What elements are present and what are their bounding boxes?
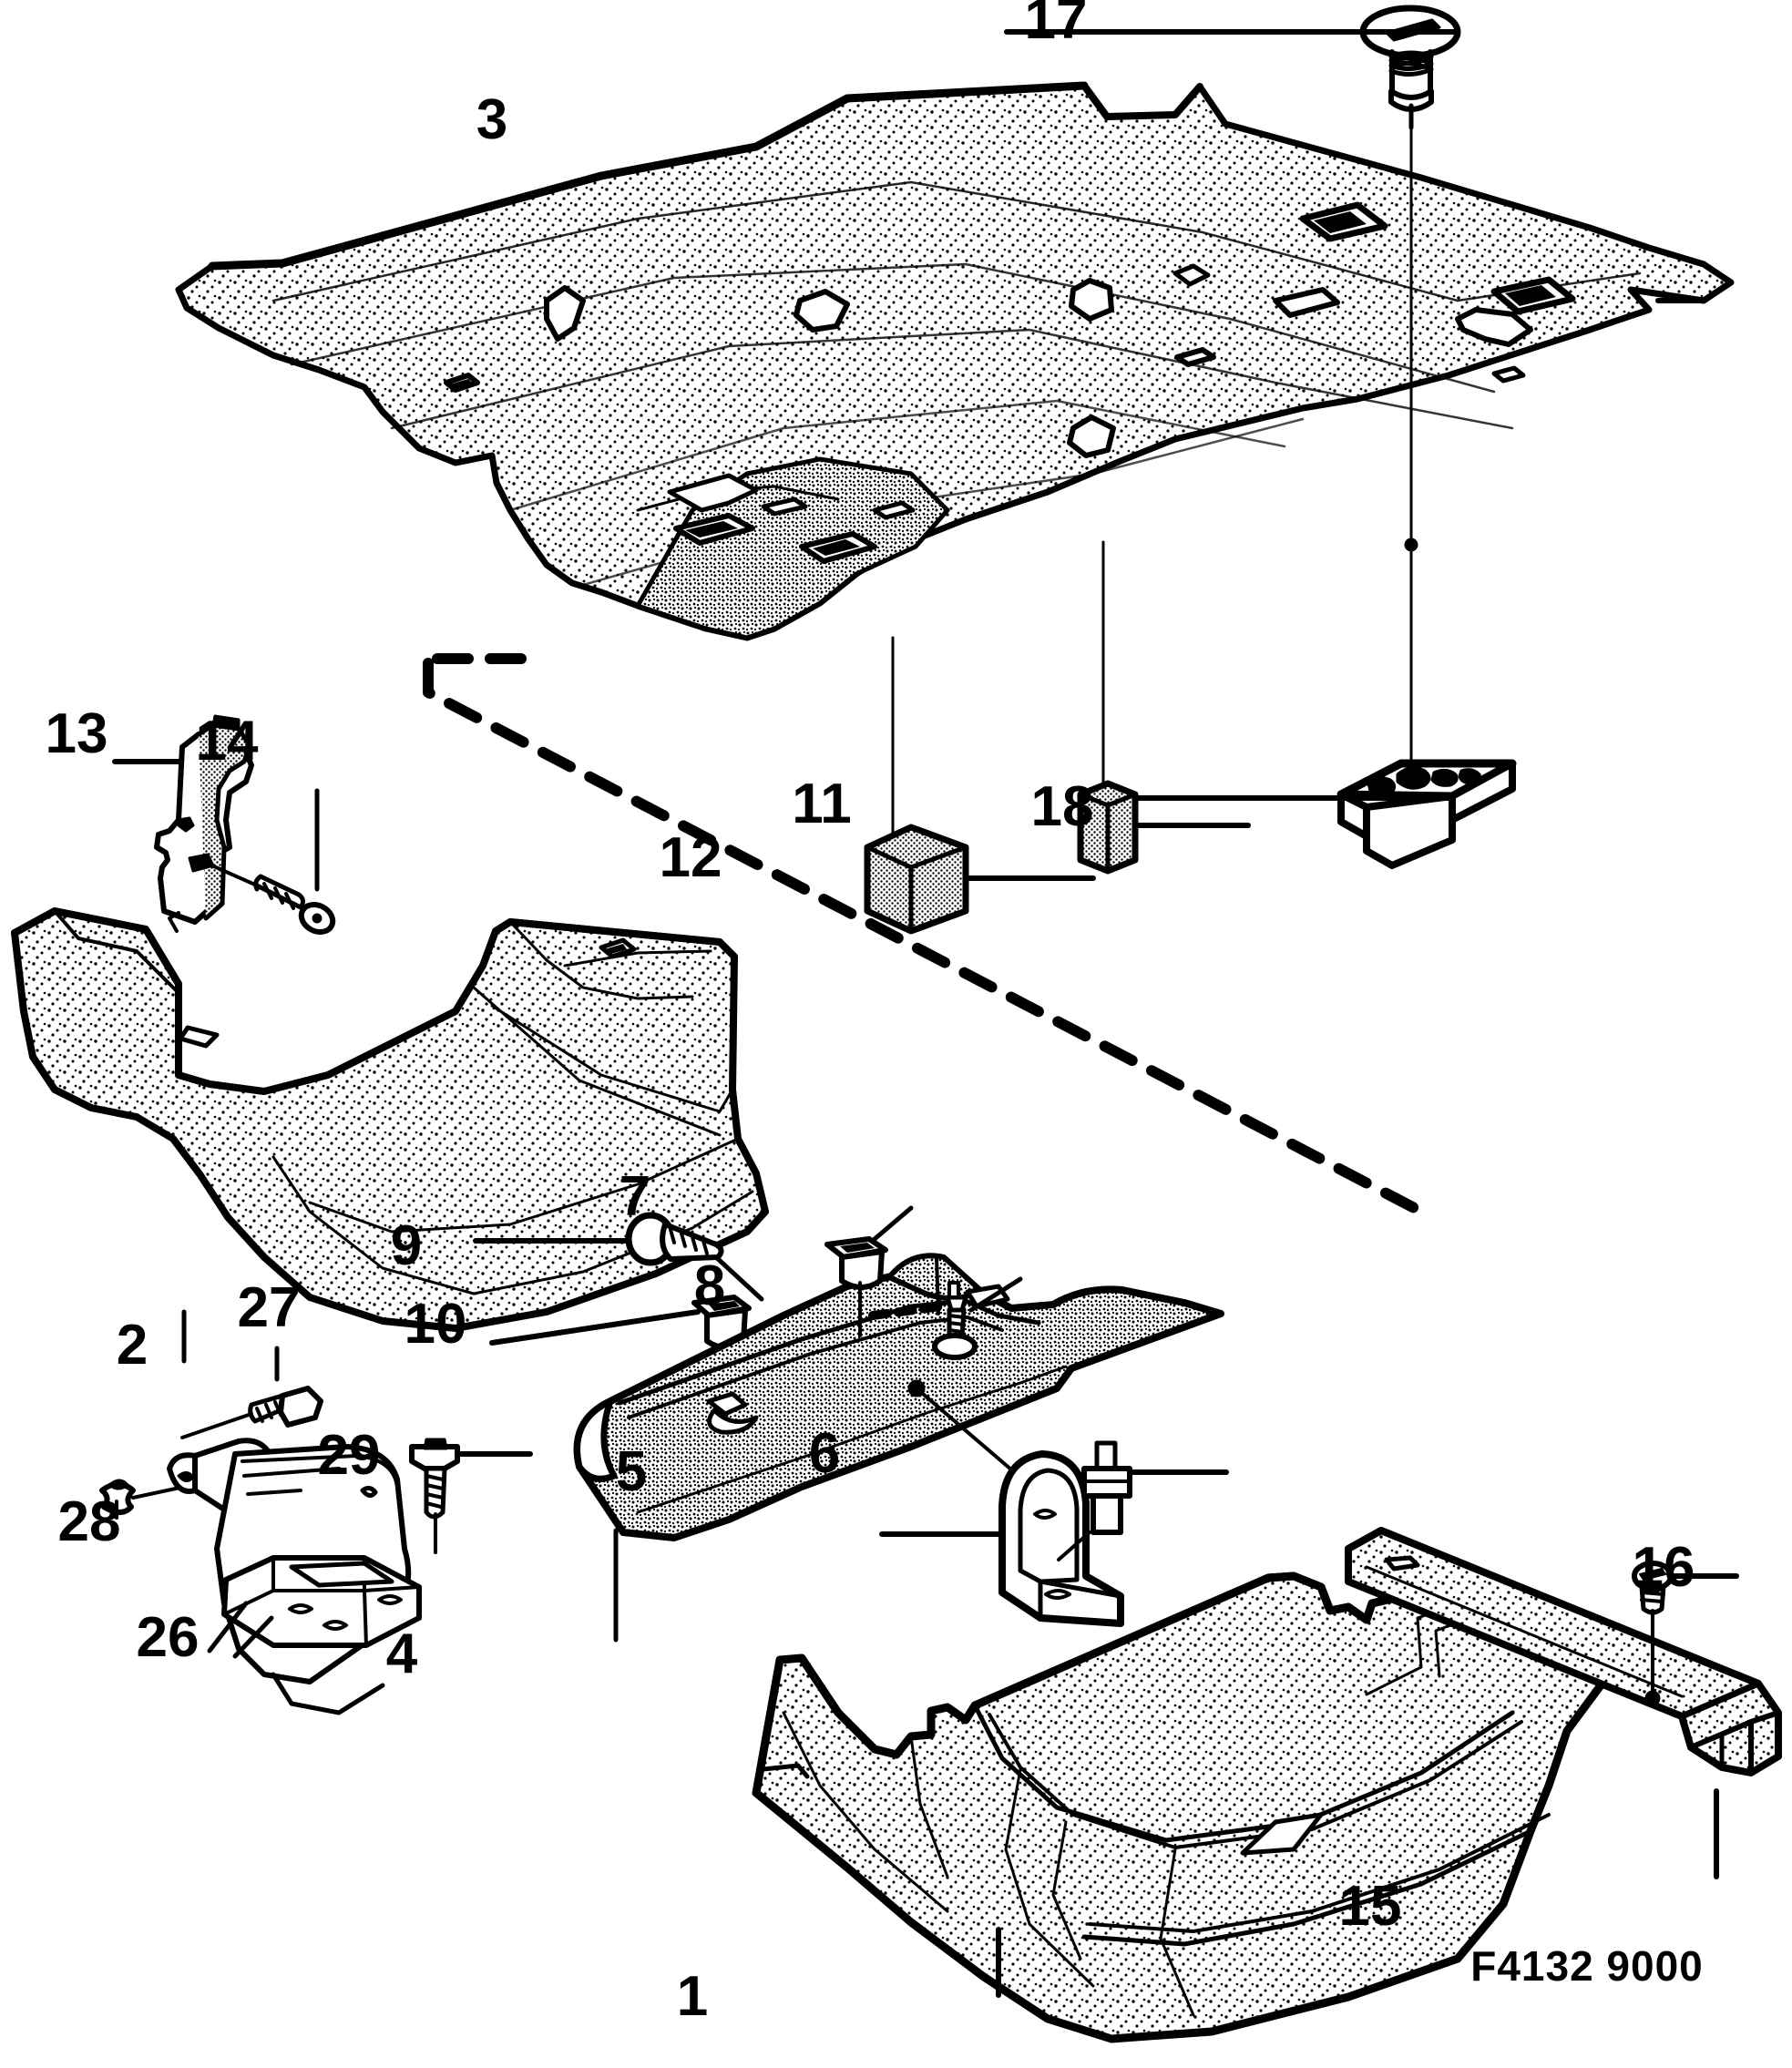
part-7-tunnel-panel-clip[interactable] <box>824 1205 914 1337</box>
callout-15[interactable]: 15 <box>1339 1875 1402 1938</box>
part-5-retaining-clamp-bracket[interactable] <box>879 1450 1124 1627</box>
part-11-foam-pad-small[interactable] <box>1077 540 1251 875</box>
callout-4[interactable]: 4 <box>386 1623 418 1685</box>
part-6-clamp-stud-bolt[interactable] <box>1057 1440 1229 1561</box>
callout-16[interactable]: 16 <box>1633 1536 1695 1599</box>
callout-9[interactable]: 9 <box>391 1214 422 1277</box>
callout-7[interactable]: 7 <box>620 1165 650 1228</box>
callout-26[interactable]: 26 <box>137 1606 200 1669</box>
callout-11[interactable]: 11 <box>792 773 852 835</box>
callout-3[interactable]: 3 <box>476 88 507 151</box>
part-15-sill-trim-channel[interactable] <box>1345 1527 1782 1879</box>
part-12-foam-block-large[interactable] <box>864 636 1096 935</box>
callout-18[interactable]: 18 <box>1031 775 1094 838</box>
part-27-hex-head-bolt[interactable] <box>180 1346 323 1439</box>
callout-8[interactable]: 8 <box>694 1254 725 1317</box>
part-3-main-floor-carpet[interactable] <box>175 81 1735 641</box>
part-13-mounting-bracket[interactable] <box>112 714 254 933</box>
part-14-bracket-screw[interactable] <box>206 788 337 937</box>
part-17-slotted-head-screw[interactable] <box>1004 5 1461 552</box>
figure-id: F4132 9000 <box>1470 1942 1704 1990</box>
part-16-sill-trim-screw[interactable] <box>1632 1561 1739 1706</box>
part-1-front-floor-carpet[interactable] <box>752 1571 1617 2043</box>
callout-17[interactable]: 17 <box>1025 0 1088 51</box>
callout-12[interactable]: 12 <box>660 826 722 889</box>
part-29-flange-head-screw[interactable] <box>409 1438 533 1554</box>
part-9-plastic-expansion-rivet[interactable] <box>473 1212 764 1302</box>
part-28-rubber-grommet-plug[interactable] <box>99 1479 186 1520</box>
callout-number-layer: 1 2 3 4 5 6 7 8 9 10 11 12 13 14 15 16 1… <box>46 0 1695 2028</box>
callout-27[interactable]: 27 <box>238 1276 301 1339</box>
part-18-floor-drain-grommet[interactable] <box>1118 543 1517 869</box>
callout-1[interactable]: 1 <box>677 1965 708 2028</box>
callout-29[interactable]: 29 <box>318 1424 381 1487</box>
part-2-rear-floor-carpet-left[interactable] <box>11 907 769 1364</box>
part-8-tunnel-panel-screw[interactable] <box>868 1276 1023 1360</box>
callout-14[interactable]: 14 <box>196 710 259 773</box>
callout-2[interactable]: 2 <box>117 1314 148 1377</box>
assembly-reference-dashed-line <box>423 653 1427 1217</box>
callout-6[interactable]: 6 <box>809 1422 840 1485</box>
callout-5[interactable]: 5 <box>616 1440 647 1503</box>
part-26-support-bracket-assembly[interactable] <box>167 1438 422 1715</box>
callout-28[interactable]: 28 <box>58 1490 121 1553</box>
callout-13[interactable]: 13 <box>46 702 108 765</box>
callout-10[interactable]: 10 <box>404 1293 467 1356</box>
